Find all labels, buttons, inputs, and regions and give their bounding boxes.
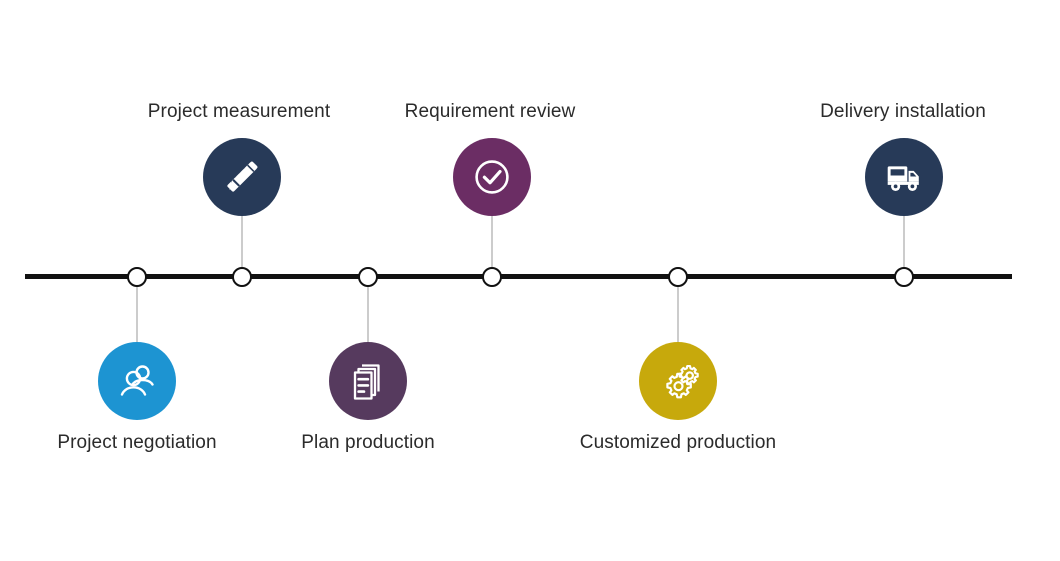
users-icon (114, 358, 160, 404)
gears-icon (654, 357, 702, 405)
timeline-axis (25, 274, 1012, 279)
step-icon-requirement-review[interactable] (453, 138, 531, 216)
timeline-node-project-measurement[interactable] (232, 267, 252, 287)
step-label-project-negotiation: Project negotiation (57, 432, 217, 453)
step-icon-plan-production[interactable] (329, 342, 407, 420)
stem-requirement-review (491, 216, 493, 270)
timeline-node-requirement-review[interactable] (482, 267, 502, 287)
pencil-ruler-icon (218, 153, 266, 201)
check-circle-icon (469, 154, 515, 200)
step-icon-project-measurement[interactable] (203, 138, 281, 216)
stem-customized-production (677, 287, 679, 343)
timeline-node-delivery-installation[interactable] (894, 267, 914, 287)
stem-plan-production (367, 287, 369, 343)
timeline-node-customized-production[interactable] (668, 267, 688, 287)
documents-icon (346, 359, 390, 403)
timeline-node-project-negotiation[interactable] (127, 267, 147, 287)
step-icon-delivery-installation[interactable] (865, 138, 943, 216)
stem-delivery-installation (903, 216, 905, 270)
step-label-delivery-installation: Delivery installation (820, 101, 986, 122)
step-icon-project-negotiation[interactable] (98, 342, 176, 420)
step-label-customized-production: Customized production (579, 432, 777, 453)
stem-project-measurement (241, 216, 243, 270)
step-icon-customized-production[interactable] (639, 342, 717, 420)
truck-icon (881, 154, 927, 200)
step-label-requirement-review: Requirement review (404, 101, 576, 122)
step-label-plan-production: Plan production (301, 432, 435, 453)
timeline-node-plan-production[interactable] (358, 267, 378, 287)
step-label-project-measurement: Project measurement (147, 101, 331, 122)
stem-project-negotiation (136, 287, 138, 343)
